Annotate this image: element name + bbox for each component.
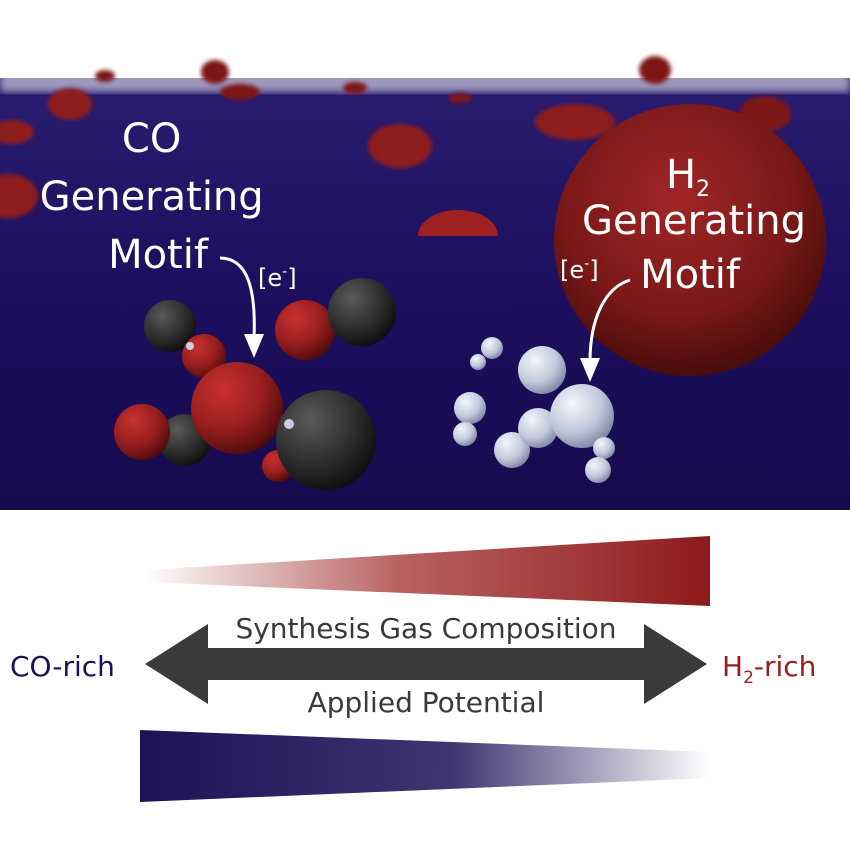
h-atom [470, 354, 486, 370]
composition-label: Synthesis Gas Composition [235, 612, 616, 645]
red-atom [275, 300, 335, 360]
hemisphere [220, 84, 260, 100]
hemisphere [368, 124, 432, 168]
hemisphere [0, 174, 38, 218]
electron-label-right: [e-] [560, 256, 599, 284]
h2-rich-suffix: -rich [754, 650, 817, 683]
dark-atom [276, 390, 376, 490]
h-atom [585, 457, 611, 483]
electron-base: [e [258, 264, 282, 292]
red-atom [114, 404, 170, 460]
co-motif-label-line-2: Generating [40, 174, 264, 220]
double-arrow [145, 624, 707, 704]
co-motif-label-line-1: CO [122, 116, 181, 162]
electron-sup: - [584, 256, 589, 272]
h2-motif-sphere [554, 104, 826, 376]
h-atom [481, 337, 503, 359]
h2-molecule-cluster [453, 337, 615, 483]
h2-motif-label-line-1: H2 [666, 152, 710, 202]
h-atom [518, 408, 558, 448]
small-atom [284, 419, 294, 429]
h2-prefix: H [666, 152, 696, 198]
co-rich-label: CO-rich [10, 650, 115, 683]
hemisphere [343, 82, 367, 94]
red-atom [191, 362, 283, 454]
h2-rich-label: H2-rich [722, 650, 816, 688]
hemisphere [0, 120, 34, 144]
h-atom [593, 437, 615, 459]
h-atom [550, 384, 614, 448]
hemisphere [639, 56, 671, 84]
electron-close: ] [589, 256, 598, 284]
h-atom [518, 346, 566, 394]
h2-electron-arrow [588, 278, 631, 363]
h2-motif-label-line-3: Motif [640, 252, 741, 298]
electron-label-left: [e-] [258, 264, 297, 292]
hemisphere [535, 104, 615, 140]
hemisphere [448, 93, 472, 103]
h-atom [494, 432, 530, 468]
electron-sup: - [282, 264, 287, 280]
h-atom [454, 392, 486, 424]
h2-subscript: 2 [696, 177, 710, 202]
h2-motif-label-line-2: Generating [582, 198, 806, 244]
co-motif-label: CO Generating Motif [40, 116, 277, 278]
hemisphere [48, 88, 92, 120]
co-rich-wedge [140, 730, 710, 802]
electron-base: [e [560, 256, 584, 284]
hemisphere [201, 60, 229, 84]
h2-rich-prefix: H [722, 650, 743, 683]
dark-atom [144, 300, 196, 352]
horizon-haze [0, 70, 850, 92]
electron-close: ] [287, 264, 296, 292]
h2-rich-subscript: 2 [743, 668, 754, 688]
co-electron-arrow [219, 256, 256, 339]
h2-rich-wedge [145, 536, 710, 606]
hemisphere [95, 70, 115, 82]
co-molecule-cluster [114, 278, 396, 490]
hemisphere-flat [418, 210, 498, 236]
potential-label: Applied Potential [308, 686, 545, 719]
co-electron-arrowhead [244, 334, 264, 358]
background-hemispheres [0, 56, 791, 218]
dark-atom [328, 278, 396, 346]
co-motif-label-line-3: Motif [108, 232, 209, 278]
h-atom [453, 422, 477, 446]
h2-electron-arrowhead [580, 358, 600, 382]
small-atom [186, 342, 194, 350]
